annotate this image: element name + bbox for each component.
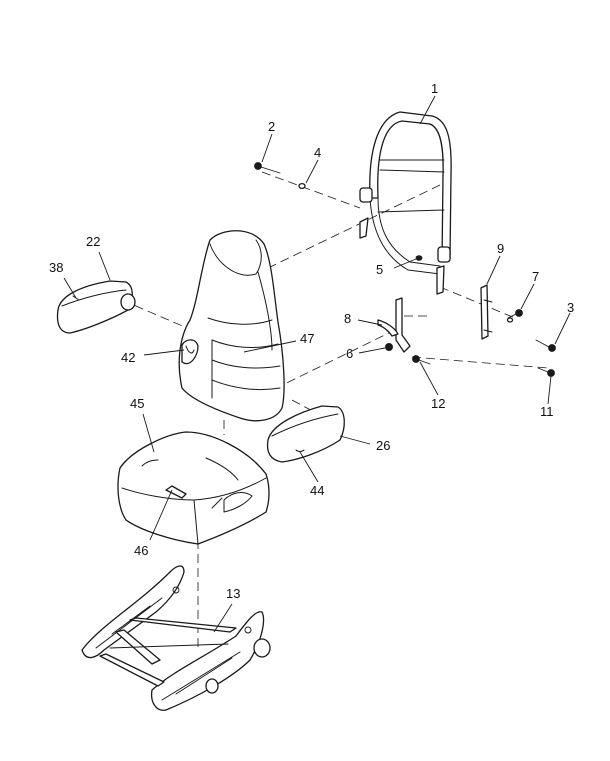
callout-46: 46 (134, 543, 148, 558)
screw-item-3 (535, 339, 556, 352)
callout-11: 11 (540, 404, 554, 419)
bushing-item-5 (415, 255, 423, 261)
callout-2: 2 (268, 119, 275, 134)
callout-26: 26 (376, 438, 390, 453)
callout-42: 42 (121, 350, 135, 365)
callout-5: 5 (376, 262, 383, 277)
callout-3: 3 (567, 300, 574, 315)
seat-cushion-item-45 (117, 431, 270, 545)
nut-item-6 (384, 342, 393, 351)
callout-38: 38 (49, 260, 63, 275)
seat-base-item-13 (81, 565, 271, 711)
callout-1: 1 (431, 81, 438, 96)
grab-handle-frame (359, 111, 452, 295)
screw-item-2 (254, 162, 281, 174)
screw-item-11 (537, 367, 555, 377)
mounting-plate-item-9 (480, 284, 493, 340)
left-armrest-item-22 (56, 280, 136, 334)
alignment-lines (121, 171, 549, 650)
callout-9: 9 (497, 241, 504, 256)
callout-6: 6 (346, 346, 353, 361)
bolt-item-12 (412, 355, 431, 365)
callout-7: 7 (532, 269, 539, 284)
callout-4: 4 (314, 145, 321, 160)
right-armrest-item-26 (266, 405, 345, 463)
callout-44: 44 (310, 483, 324, 498)
callout-47: 47 (300, 331, 314, 346)
callout-45: 45 (130, 396, 144, 411)
washer-item-4 (298, 182, 306, 190)
seat-back-item-47 (178, 230, 285, 422)
lever-bracket-item-8 (377, 297, 411, 353)
callout-labels: 1 2 4 5 6 7 8 9 3 11 12 13 22 26 38 42 4… (49, 81, 574, 601)
callout-22: 22 (86, 234, 100, 249)
callout-8: 8 (344, 311, 351, 326)
screw-item-7 (506, 309, 523, 323)
callout-13: 13 (226, 586, 240, 601)
callout-12: 12 (431, 396, 445, 411)
leader-lines (63, 95, 571, 633)
